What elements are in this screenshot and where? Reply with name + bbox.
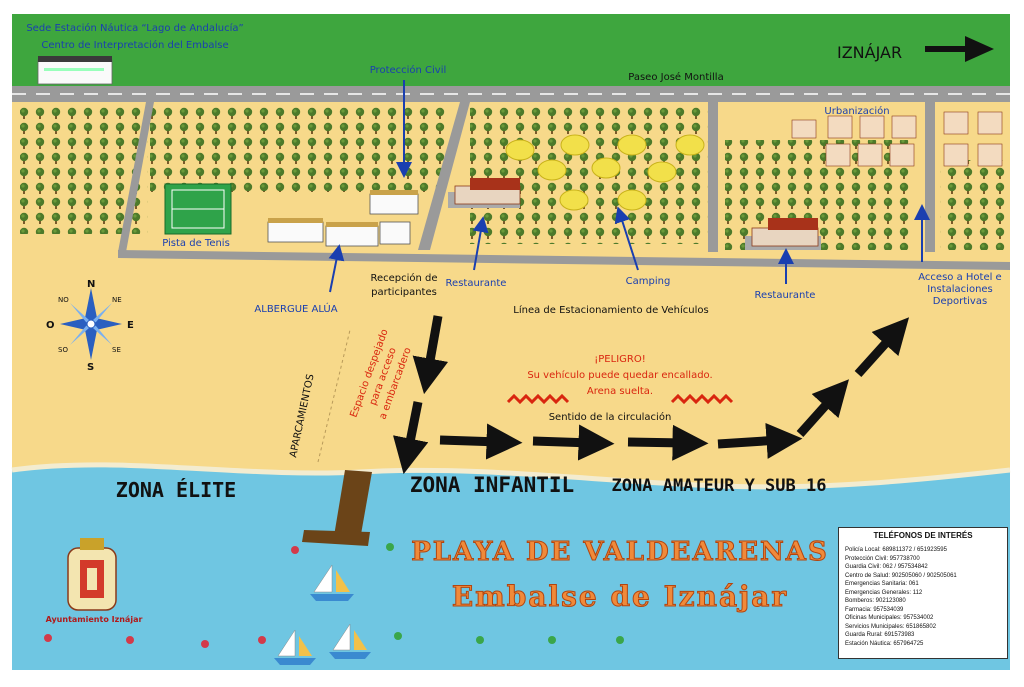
compass-se-label: SE (112, 346, 121, 354)
tennis-court-label: Pista de Tenis (162, 238, 230, 249)
restaurante-center-label: Restaurante (446, 278, 507, 289)
zona-elite-label: ZONA ÉLITE (116, 478, 236, 502)
road-east (708, 102, 718, 252)
telefono-item: Farmacia: 957534039 (845, 606, 904, 613)
telefono-item: Servicios Municipales: 651865802 (845, 623, 937, 630)
peligro-label-line2: Su vehículo puede quedar encallado. (527, 369, 712, 381)
recepcion-label-line1: Recepción de (370, 272, 437, 284)
sede-building (37, 56, 113, 85)
telefono-item: Estación Náutica: 657964725 (845, 640, 924, 647)
road-hotel (925, 102, 935, 252)
compass-no-label: NO (58, 296, 69, 304)
telefono-item: Bomberos: 902123080 (845, 598, 906, 604)
telefono-item: Centro de Salud: 902505060 / 902505061 (845, 572, 957, 579)
grass-strip (12, 14, 1010, 86)
map-title: PLAYA DE VALDEARENAS (411, 537, 829, 567)
acceso-label-line3: Deportivas (933, 296, 987, 307)
main-road (12, 86, 1010, 102)
telefono-item: Protección Civil: 957738700 (845, 555, 920, 562)
estacionamiento-label: Línea de Estacionamiento de Vehículos (513, 304, 708, 316)
albergue-buildings (267, 190, 419, 247)
albergue-label: ALBERGUE ALÚA (254, 302, 337, 315)
zona-amateur-label: ZONA AMATEUR Y SUB 16 (612, 476, 827, 496)
ayuntamiento-label: Ayuntamiento Iznájar (46, 615, 143, 624)
restaurant-east (745, 218, 821, 250)
telefono-item: Emergencias Sanitaria: 061 (845, 581, 919, 587)
telefonos-panel: TELÉFONOS DE INTERÉS Policía Local: 6898… (838, 527, 1008, 659)
compass-so-label: SO (58, 346, 68, 354)
tennis-court (164, 183, 232, 235)
road-proteccion (418, 102, 470, 250)
map-subtitle: Embalse de Iznájar (452, 580, 788, 613)
hazard-zigzag-right (670, 393, 734, 405)
urbanizacion-houses (791, 111, 1003, 167)
sailboat-1 (310, 564, 354, 601)
sentido-label: Sentido de la circulación (549, 411, 672, 423)
recepcion-label-line2: participantes (371, 287, 437, 298)
sailboat-3 (329, 623, 371, 659)
restaurante-east-label: Restaurante (755, 290, 816, 301)
buoys (44, 543, 624, 648)
olive-grove-far-east (940, 160, 1005, 250)
sede-title-line1: Sede Estación Náutica “Lago de Andalucía… (26, 22, 243, 34)
pier (302, 470, 372, 546)
telefono-item: Guarda Rural: 691573983 (845, 632, 915, 638)
compass-e-label: E (127, 320, 134, 331)
sede-title-line2: Centro de Interpretación del Embalse (41, 39, 228, 51)
circulation-arrows (392, 315, 910, 475)
paseo-label: Paseo José Montilla (628, 71, 723, 83)
iznajar-label: IZNÁJAR (837, 43, 902, 62)
telefono-item: Oficinas Municipales: 957534002 (845, 615, 934, 621)
road-west (118, 102, 154, 252)
hazard-zigzag-left (506, 393, 570, 405)
acceso-label-line2: Instalaciones (927, 284, 993, 295)
compass-s-label: S (87, 362, 94, 373)
pointer-arrows (328, 80, 930, 293)
telefono-item: Emergencias Generales: 112 (845, 589, 923, 596)
shoreline (11, 462, 1011, 490)
proteccion-civil-label: Protección Civil (370, 64, 447, 76)
zona-infantil-label: ZONA INFANTIL (410, 473, 574, 497)
camping-label: Camping (626, 276, 671, 287)
acceso-label-line1: Acceso a Hotel e (918, 272, 1001, 283)
reservoir-water (12, 464, 1010, 670)
telefono-item: Policía Local: 689811372 / 651923595 (845, 547, 947, 553)
compass-n-label: N (87, 279, 95, 290)
peligro-label-line1: ¡PELIGRO! (594, 354, 645, 365)
camping-tents (505, 134, 705, 211)
urbanizacion-label: Urbanización (824, 105, 889, 117)
iznajar-arrow (925, 36, 994, 62)
telefonos-title: TELÉFONOS DE INTERÉS (873, 531, 973, 540)
compass-ne-label: NE (112, 296, 122, 304)
sailboat-2 (274, 629, 316, 665)
compass-rose (60, 288, 122, 360)
peligro-label-line3: Arena suelta. (587, 386, 653, 397)
coat-of-arms (67, 538, 117, 611)
telefono-item: Guardia Civil: 062 / 957534842 (845, 564, 928, 570)
parking-boundary (317, 329, 351, 463)
compass-o-label: O (46, 320, 55, 331)
restaurant-center (448, 178, 521, 208)
